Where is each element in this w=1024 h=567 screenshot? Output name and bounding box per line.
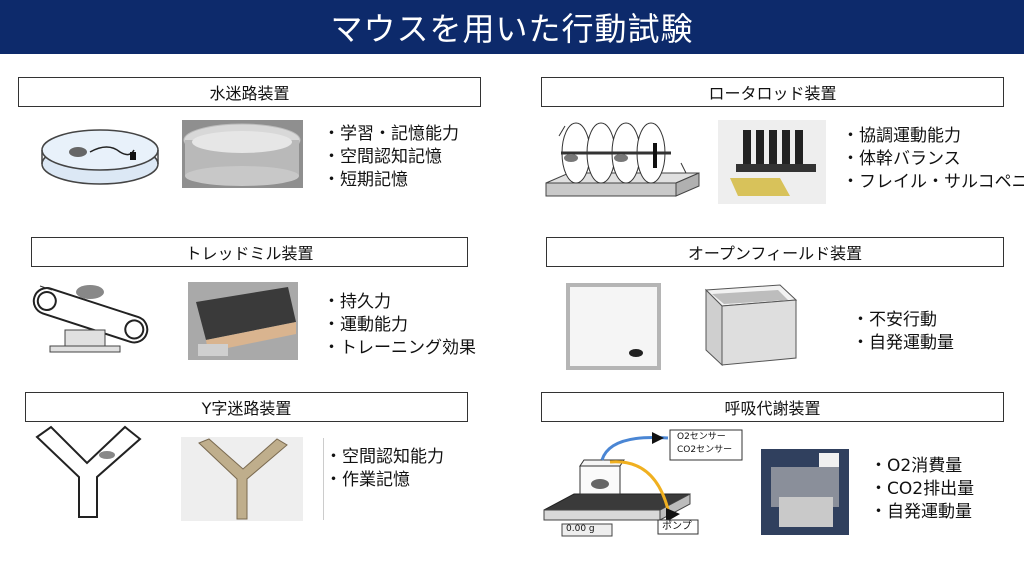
rotarod-label: ロータロッド装置: [541, 77, 1004, 107]
bullet-item: O2消費量: [870, 455, 974, 478]
open-field-box-diagram: [704, 284, 798, 367]
respiratory-label: 呼吸代謝装置: [541, 392, 1004, 422]
treadmill-diagram: [32, 285, 149, 353]
y-maze-diagram: [35, 425, 142, 518]
y-maze-divider: [323, 438, 324, 520]
bullet-item: 学習・記憶能力: [323, 123, 459, 146]
respiratory-photo: [761, 449, 849, 535]
scale-readout: 0.00 g: [566, 524, 595, 534]
respiratory-diagram: [543, 429, 743, 537]
co2-sensor-label: CO2センサー: [677, 445, 733, 455]
bullet-item: 空間認知記憶: [323, 146, 459, 169]
water-maze-bullets: 学習・記憶能力 空間認知記憶 短期記憶: [323, 123, 459, 192]
o2-sensor-label: O2センサー: [677, 432, 726, 442]
y-maze-bullets: 空間認知能力 作業記憶: [325, 446, 444, 492]
rotarod-label-text: ロータロッド装置: [708, 84, 837, 103]
page-title-banner: マウスを用いた行動試験: [0, 0, 1024, 54]
open-field-top-photo: [566, 283, 661, 370]
bullet-item: 自発運動量: [870, 501, 974, 524]
respiratory-label-text: 呼吸代謝装置: [724, 399, 821, 418]
water-maze-photo: [182, 120, 303, 188]
bullet-item: フレイル・サルコペニア: [842, 171, 1024, 194]
open-field-label-text: オープンフィールド装置: [687, 244, 863, 263]
bullet-item: 作業記憶: [325, 469, 444, 492]
water-maze-label: 水迷路装置: [18, 77, 481, 107]
bullet-item: 短期記憶: [323, 169, 459, 192]
open-field-bullets: 不安行動 自発運動量: [852, 309, 954, 355]
rotarod-photo: [718, 120, 826, 204]
rotarod-diagram: [545, 122, 700, 197]
bullet-item: 運動能力: [323, 314, 476, 337]
y-maze-label-text: Y字迷路装置: [201, 399, 292, 418]
y-maze-photo: [181, 437, 303, 521]
bullet-item: 体幹バランス: [842, 148, 1024, 171]
treadmill-label: トレッドミル装置: [31, 237, 468, 267]
water-maze-diagram: [41, 129, 159, 185]
bullet-item: 持久力: [323, 291, 476, 314]
y-maze-label: Y字迷路装置: [25, 392, 468, 422]
treadmill-bullets: 持久力 運動能力 トレーニング効果: [323, 291, 476, 360]
open-field-label: オープンフィールド装置: [546, 237, 1004, 267]
bullet-item: 空間認知能力: [325, 446, 444, 469]
treadmill-label-text: トレッドミル装置: [185, 244, 314, 263]
bullet-item: トレーニング効果: [323, 337, 476, 360]
water-maze-label-text: 水迷路装置: [209, 84, 290, 103]
bullet-item: CO2排出量: [870, 478, 974, 501]
bullet-item: 不安行動: [852, 309, 954, 332]
treadmill-photo: [188, 282, 298, 360]
respiratory-bullets: O2消費量 CO2排出量 自発運動量: [870, 455, 974, 524]
bullet-item: 自発運動量: [852, 332, 954, 355]
rotarod-bullets: 協調運動能力 体幹バランス フレイル・サルコペニア: [842, 125, 1024, 194]
page-title: マウスを用いた行動試験: [330, 10, 694, 48]
pump-label: ポンプ: [662, 521, 692, 532]
bullet-item: 協調運動能力: [842, 125, 1024, 148]
